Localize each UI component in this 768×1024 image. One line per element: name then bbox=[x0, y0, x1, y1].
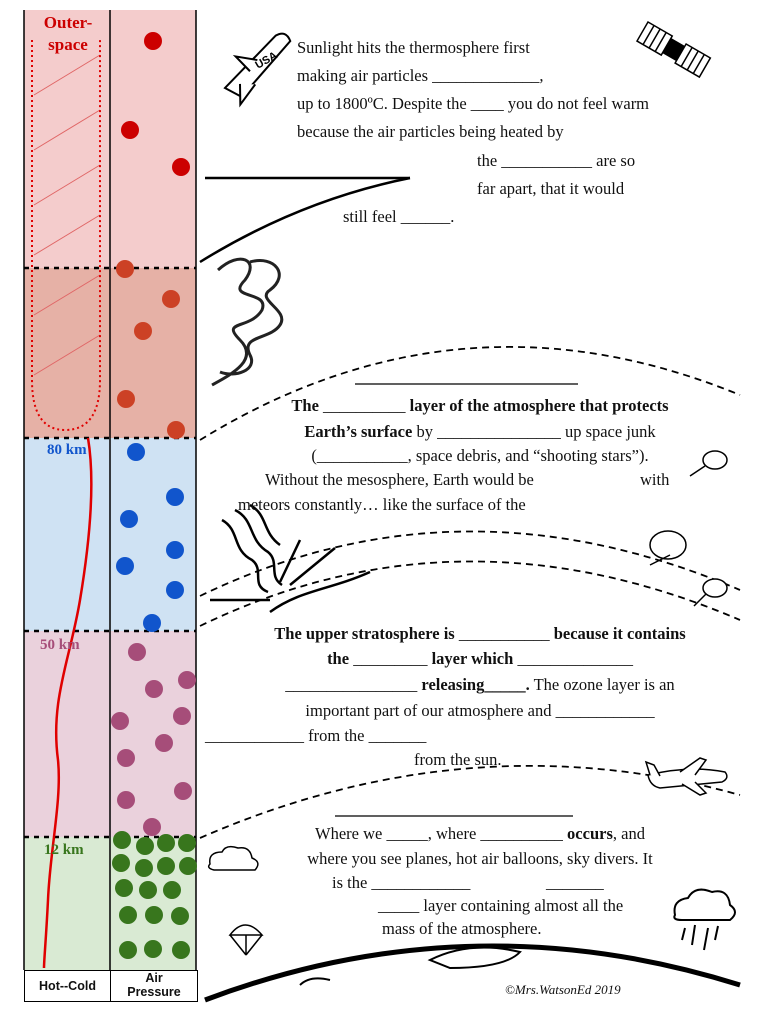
strato-line-1-c: because it contains bbox=[553, 624, 686, 643]
meso-line-1-b: __________ bbox=[318, 396, 410, 415]
altitude-label-80km: 80 km bbox=[47, 442, 87, 458]
cloud-icon bbox=[207, 845, 259, 871]
thermo-line-6: far apart, that it would bbox=[477, 179, 625, 198]
thermosphere-upper-dots-panel bbox=[110, 10, 196, 268]
thermo-line-5: the ___________ are so bbox=[477, 151, 636, 170]
altitude-label-12km: 12 km bbox=[44, 842, 84, 858]
temperature-footer: Hot--Cold bbox=[24, 970, 111, 1002]
thermosphere-lower-dots bbox=[116, 260, 185, 439]
strato-line-2-c: layer which bbox=[431, 649, 514, 668]
strato-line-3-c: The ozone layer is an bbox=[529, 675, 675, 694]
meso-line-4-b: with bbox=[640, 470, 670, 489]
mesosphere-dots bbox=[116, 443, 184, 632]
strato-line-3-b: releasing_____. bbox=[421, 675, 530, 694]
stratosphere-arc-2 bbox=[199, 560, 741, 627]
meso-line-2: Earth’s surface by _______________ up sp… bbox=[200, 422, 760, 442]
temperature-footer-label: Hot--Cold bbox=[39, 979, 96, 993]
meso-line-1: The __________ layer of the atmosphere t… bbox=[200, 396, 760, 416]
thermo-line-2: making air particles _____________, bbox=[297, 66, 544, 85]
meso-line-1-c: layer of the atmosphere that protects bbox=[409, 396, 669, 415]
temperature-line bbox=[42, 437, 93, 969]
meso-line-4-a: Without the mesosphere, Earth would be bbox=[265, 470, 534, 489]
plane-icon bbox=[644, 757, 728, 796]
troposphere-dots bbox=[112, 831, 197, 959]
tropo-line-3-b: _______ bbox=[546, 873, 604, 892]
thermo-line-4: because the air particles being heated b… bbox=[297, 122, 564, 141]
pressure-footer: Air Pressure bbox=[110, 970, 198, 1002]
thermosphere-arc bbox=[199, 176, 411, 264]
thermo-line-7: still feel ______. bbox=[343, 207, 455, 226]
strato-line-3: ________________ releasing_____. The ozo… bbox=[200, 675, 760, 695]
satellite-icon bbox=[635, 20, 712, 79]
strato-line-1-b: ___________ bbox=[454, 624, 554, 643]
meso-line-1-a: The bbox=[291, 396, 319, 415]
storm-cloud-icon bbox=[673, 888, 736, 951]
meso-line-2-a: Earth’s surface bbox=[304, 422, 413, 441]
tropo-line-1-c: , and bbox=[612, 824, 645, 843]
troposphere-arc bbox=[199, 764, 741, 839]
parachute-icon bbox=[228, 924, 264, 956]
space-shuttle-icon: USA bbox=[223, 32, 292, 108]
mesosphere-arc bbox=[199, 346, 741, 441]
strato-line-1: The upper stratosphere is ___________ be… bbox=[200, 624, 760, 644]
meteor-icon bbox=[649, 450, 728, 607]
meso-line-2-b: by _______________ up space junk bbox=[412, 422, 656, 441]
earth-surface-icon bbox=[204, 943, 741, 1003]
thermosphere-hatch bbox=[33, 54, 101, 376]
strato-line-2-a: the bbox=[327, 649, 350, 668]
outer-space-label: Outer- space bbox=[26, 12, 110, 56]
strato-line-1-a: The upper stratosphere is bbox=[274, 624, 455, 643]
tropo-line-3: is the ____________ bbox=[332, 873, 471, 892]
pressure-footer-line1: Air bbox=[145, 971, 163, 985]
altitude-label-50km: 50 km bbox=[40, 637, 80, 653]
tropo-line-5: mass of the atmosphere. bbox=[382, 919, 542, 938]
strato-line-4: important part of our atmosphere and ___… bbox=[305, 701, 655, 720]
pressure-footer-line2: Pressure bbox=[127, 985, 181, 999]
meteor-trails-icon bbox=[210, 503, 371, 614]
tropo-line-2: where you see planes, hot air balloons, … bbox=[307, 849, 653, 868]
meso-line-3: (___________, space debris, and “shootin… bbox=[311, 446, 649, 465]
strato-line-3-a: ________________ bbox=[285, 675, 422, 694]
credit-signature: ©Mrs.WatsonEd 2019 bbox=[505, 982, 621, 997]
aurora-scribble-icon bbox=[211, 257, 284, 387]
meso-line-5: meteors constantly… like the surface of … bbox=[238, 495, 526, 514]
stratosphere-arc-1 bbox=[199, 530, 741, 597]
tropo-line-1-a: Where we _____, where __________ bbox=[315, 824, 568, 843]
stratosphere-dots bbox=[111, 643, 196, 836]
thermo-line-1: Sunlight hits the thermosphere first bbox=[297, 38, 530, 57]
tropo-line-1-b: occurs bbox=[567, 824, 613, 843]
thermo-line-3: up to 1800ºC. Despite the ____ you do no… bbox=[297, 94, 650, 113]
strato-line-2-d: ______________ bbox=[513, 649, 633, 668]
strato-line-2-b: _________ bbox=[349, 649, 432, 668]
strato-line-6: from the sun. bbox=[414, 750, 502, 769]
outer-space-label-line2: space bbox=[48, 35, 88, 54]
tropo-line-4: _____ layer containing almost all the bbox=[378, 896, 624, 915]
strato-line-5: ____________ from the _______ bbox=[205, 726, 427, 745]
tropo-line-1: Where we _____, where __________ occurs,… bbox=[200, 824, 760, 844]
outer-space-label-line1: Outer- bbox=[43, 13, 93, 32]
strato-line-2: the _________ layer which ______________ bbox=[200, 649, 760, 669]
thermosphere-dots bbox=[121, 32, 190, 176]
thermosphere-upper-panel bbox=[24, 10, 110, 268]
